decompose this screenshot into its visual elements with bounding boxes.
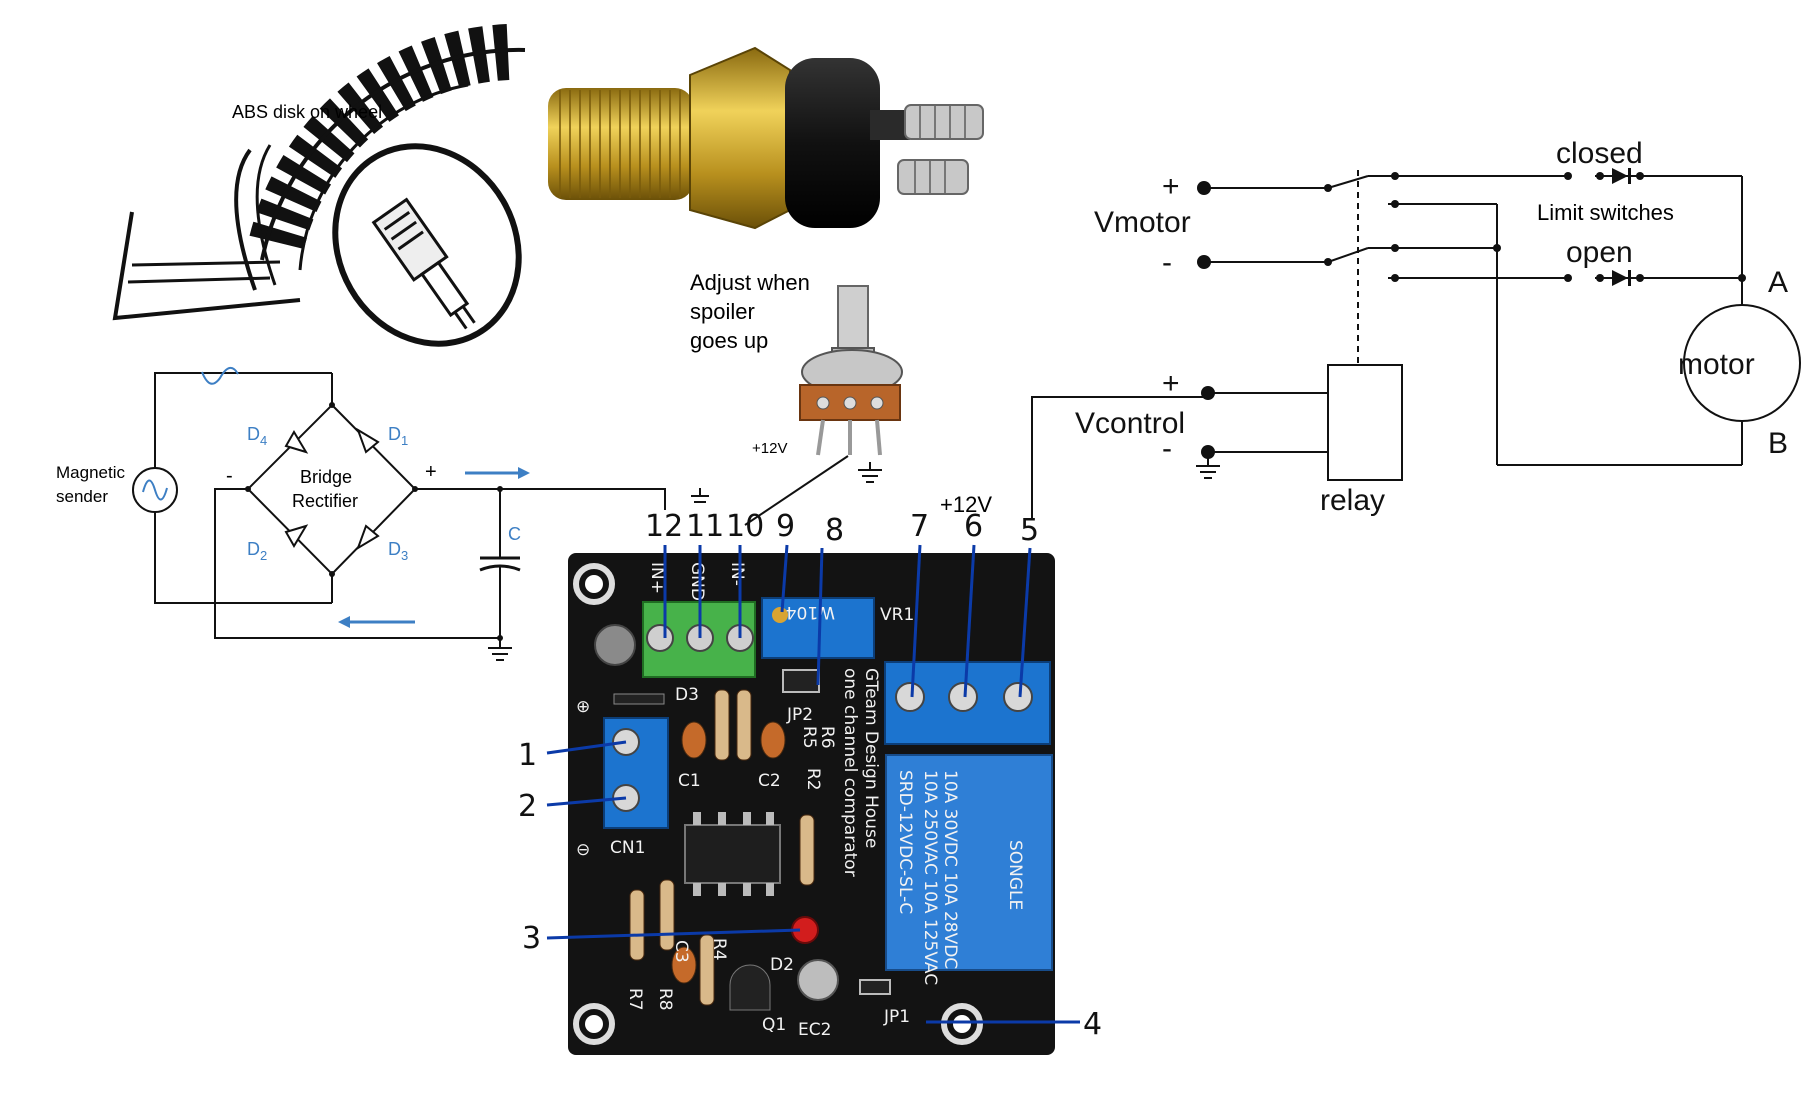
relay-brand: SONGLE bbox=[1005, 840, 1025, 910]
pin-label-10: 10 bbox=[726, 509, 764, 544]
d3-label: D3 bbox=[388, 539, 408, 563]
vcontrol-plus: + bbox=[1162, 367, 1180, 400]
pcb-gnd: GND bbox=[687, 562, 707, 601]
adjust-label-line2: spoiler bbox=[690, 299, 755, 324]
d4-label: D4 bbox=[247, 424, 267, 448]
bridge-label-line1: Bridge bbox=[300, 467, 352, 487]
magnetic-label-line1: Magnetic bbox=[56, 463, 125, 482]
relay-rating-1: 10A 250VAC 10A 125VAC bbox=[920, 770, 940, 985]
d1-label: D1 bbox=[388, 424, 408, 448]
terminal-b-label: B bbox=[1768, 427, 1788, 460]
relay-model: SRD-12VDC-SL-C bbox=[895, 770, 915, 914]
bridge-label-line2: Rectifier bbox=[292, 491, 358, 511]
pin-label-12: 12 bbox=[645, 509, 683, 544]
capacitor-label: C bbox=[508, 524, 521, 544]
limit-switches-label: Limit switches bbox=[1537, 200, 1674, 225]
potentiometer-photo: Adjust when spoiler goes up +12V bbox=[690, 270, 903, 526]
relay-label: relay bbox=[1320, 484, 1385, 517]
pin-label-11: 11 bbox=[686, 509, 724, 544]
schematic-labels: + - Vmotor + - Vcontrol relay closed Lim… bbox=[1075, 137, 1788, 517]
pin-label-6: 6 bbox=[964, 509, 983, 544]
pin-label-9: 9 bbox=[776, 509, 795, 544]
pin-label-8: 8 bbox=[825, 513, 844, 548]
pin-label-1: 1 bbox=[518, 738, 537, 773]
pcb-r7: R7 bbox=[625, 988, 645, 1011]
pcb-silk-2: one channel comparator bbox=[840, 668, 860, 877]
supply-12v-label: +12V bbox=[940, 492, 992, 517]
pcb-r5: R5 bbox=[799, 726, 819, 749]
pcb-d3: D3 bbox=[675, 685, 699, 705]
pcb-in-plus: IN+ bbox=[647, 562, 667, 594]
magnetic-label-line2: sender bbox=[56, 487, 108, 506]
adjust-label-line1: Adjust when bbox=[690, 270, 810, 295]
pcb-r4: R4 bbox=[709, 938, 729, 961]
abs-disk-illustration: ABS disk on wheel bbox=[112, 24, 526, 347]
bridge-minus: - bbox=[226, 465, 233, 487]
vmotor-label: Vmotor bbox=[1094, 206, 1191, 239]
relay-rating-2: 10A 30VDC 10A 28VDC bbox=[940, 770, 960, 969]
pcb-silk-1: GTeam Design House bbox=[861, 668, 881, 848]
pcb-r6: R6 bbox=[817, 726, 837, 749]
pcb-c3: C3 bbox=[671, 940, 691, 963]
comparator-relay-board: IN+ GND IN- W104 VR1 JP2 GTeam Design Ho… bbox=[568, 553, 1055, 1055]
pot-supply-label: +12V bbox=[752, 440, 787, 457]
pcb-minus-mark: ⊖ bbox=[576, 840, 590, 860]
motor-label: motor bbox=[1678, 348, 1755, 381]
open-label: open bbox=[1566, 236, 1633, 269]
pcb-cn1: CN1 bbox=[610, 838, 645, 858]
pcb-r8: R8 bbox=[655, 988, 675, 1011]
pcb-plus-mark: ⊕ bbox=[576, 697, 590, 717]
ground-symbol-pin11 bbox=[691, 488, 709, 503]
motor-relay-schematic bbox=[1031, 170, 1801, 520]
pcb-q1: Q1 bbox=[762, 1015, 786, 1035]
vcontrol-label: Vcontrol bbox=[1075, 407, 1185, 440]
magnetic-sensor-photo bbox=[548, 46, 984, 230]
abs-disk-label: ABS disk on wheel bbox=[232, 102, 382, 122]
pcb-c2: C2 bbox=[758, 771, 781, 791]
pin-label-5: 5 bbox=[1020, 513, 1039, 548]
pin-label-2: 2 bbox=[518, 789, 537, 824]
pcb-trim-code: W104 bbox=[786, 602, 835, 622]
bridge-rectifier-circuit: Magnetic sender D1 D4 D2 D3 Bridge Recti… bbox=[56, 367, 666, 661]
bridge-plus: + bbox=[425, 461, 437, 483]
pin-label-7: 7 bbox=[910, 509, 929, 544]
pcb-jp2: JP2 bbox=[786, 705, 813, 725]
pcb-jp1: JP1 bbox=[883, 1007, 910, 1027]
adjust-label-line3: goes up bbox=[690, 328, 768, 353]
pcb-r2: R2 bbox=[803, 768, 823, 791]
pin-label-4: 4 bbox=[1083, 1007, 1102, 1042]
pin-label-3: 3 bbox=[522, 921, 541, 956]
pcb-vr1: VR1 bbox=[880, 605, 914, 625]
pcb-d2: D2 bbox=[770, 955, 794, 975]
terminal-a-label: A bbox=[1768, 266, 1788, 299]
closed-label: closed bbox=[1556, 137, 1643, 170]
pin-annotations: 12 11 10 9 8 7 6 5 1 2 3 4 +12V bbox=[518, 492, 1102, 1042]
vcontrol-minus: - bbox=[1162, 432, 1172, 465]
pcb-ec2: EC2 bbox=[798, 1020, 831, 1040]
vmotor-plus: + bbox=[1162, 170, 1180, 203]
schematic-nodes bbox=[1197, 168, 1746, 459]
pcb-in-minus: IN- bbox=[727, 562, 747, 586]
d2-label: D2 bbox=[247, 539, 267, 563]
pcb-c1: C1 bbox=[678, 771, 701, 791]
vmotor-minus: - bbox=[1162, 246, 1172, 279]
